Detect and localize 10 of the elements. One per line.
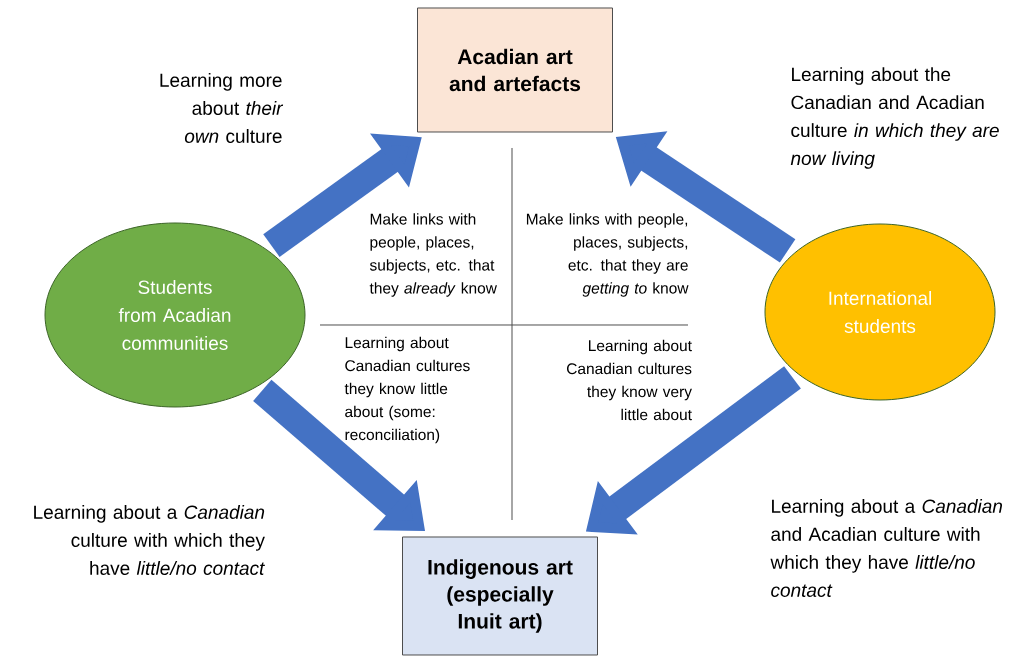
edge-label: Learning about a Canadian culture with which they have little/no contact xyxy=(34,505,265,575)
quadrant-text: Make links with people, places, subjects, etc. that they already know xyxy=(369,213,497,297)
edge-label: Learning more about their own culture xyxy=(160,73,284,143)
quadrant-text: Learning about Canadian cultures they know very little about xyxy=(567,339,692,421)
quadrant-text: Make links with people, places, subjects, etc. that they are getting to know xyxy=(526,213,689,297)
quadrant-text: Learning about Canadian cultures they know little about (some: reconciliation) xyxy=(344,336,470,444)
art-box: Acadian art and artefacts xyxy=(417,7,613,133)
art-box: Indigenous art (especially Inuit art) xyxy=(402,536,598,656)
edge-label: Learning about the Canadian and Acadian culture in which they are now living xyxy=(790,67,999,169)
edge-label: Learning about a Canadian and Acadian culture with which they have little/no contact xyxy=(770,499,1002,597)
